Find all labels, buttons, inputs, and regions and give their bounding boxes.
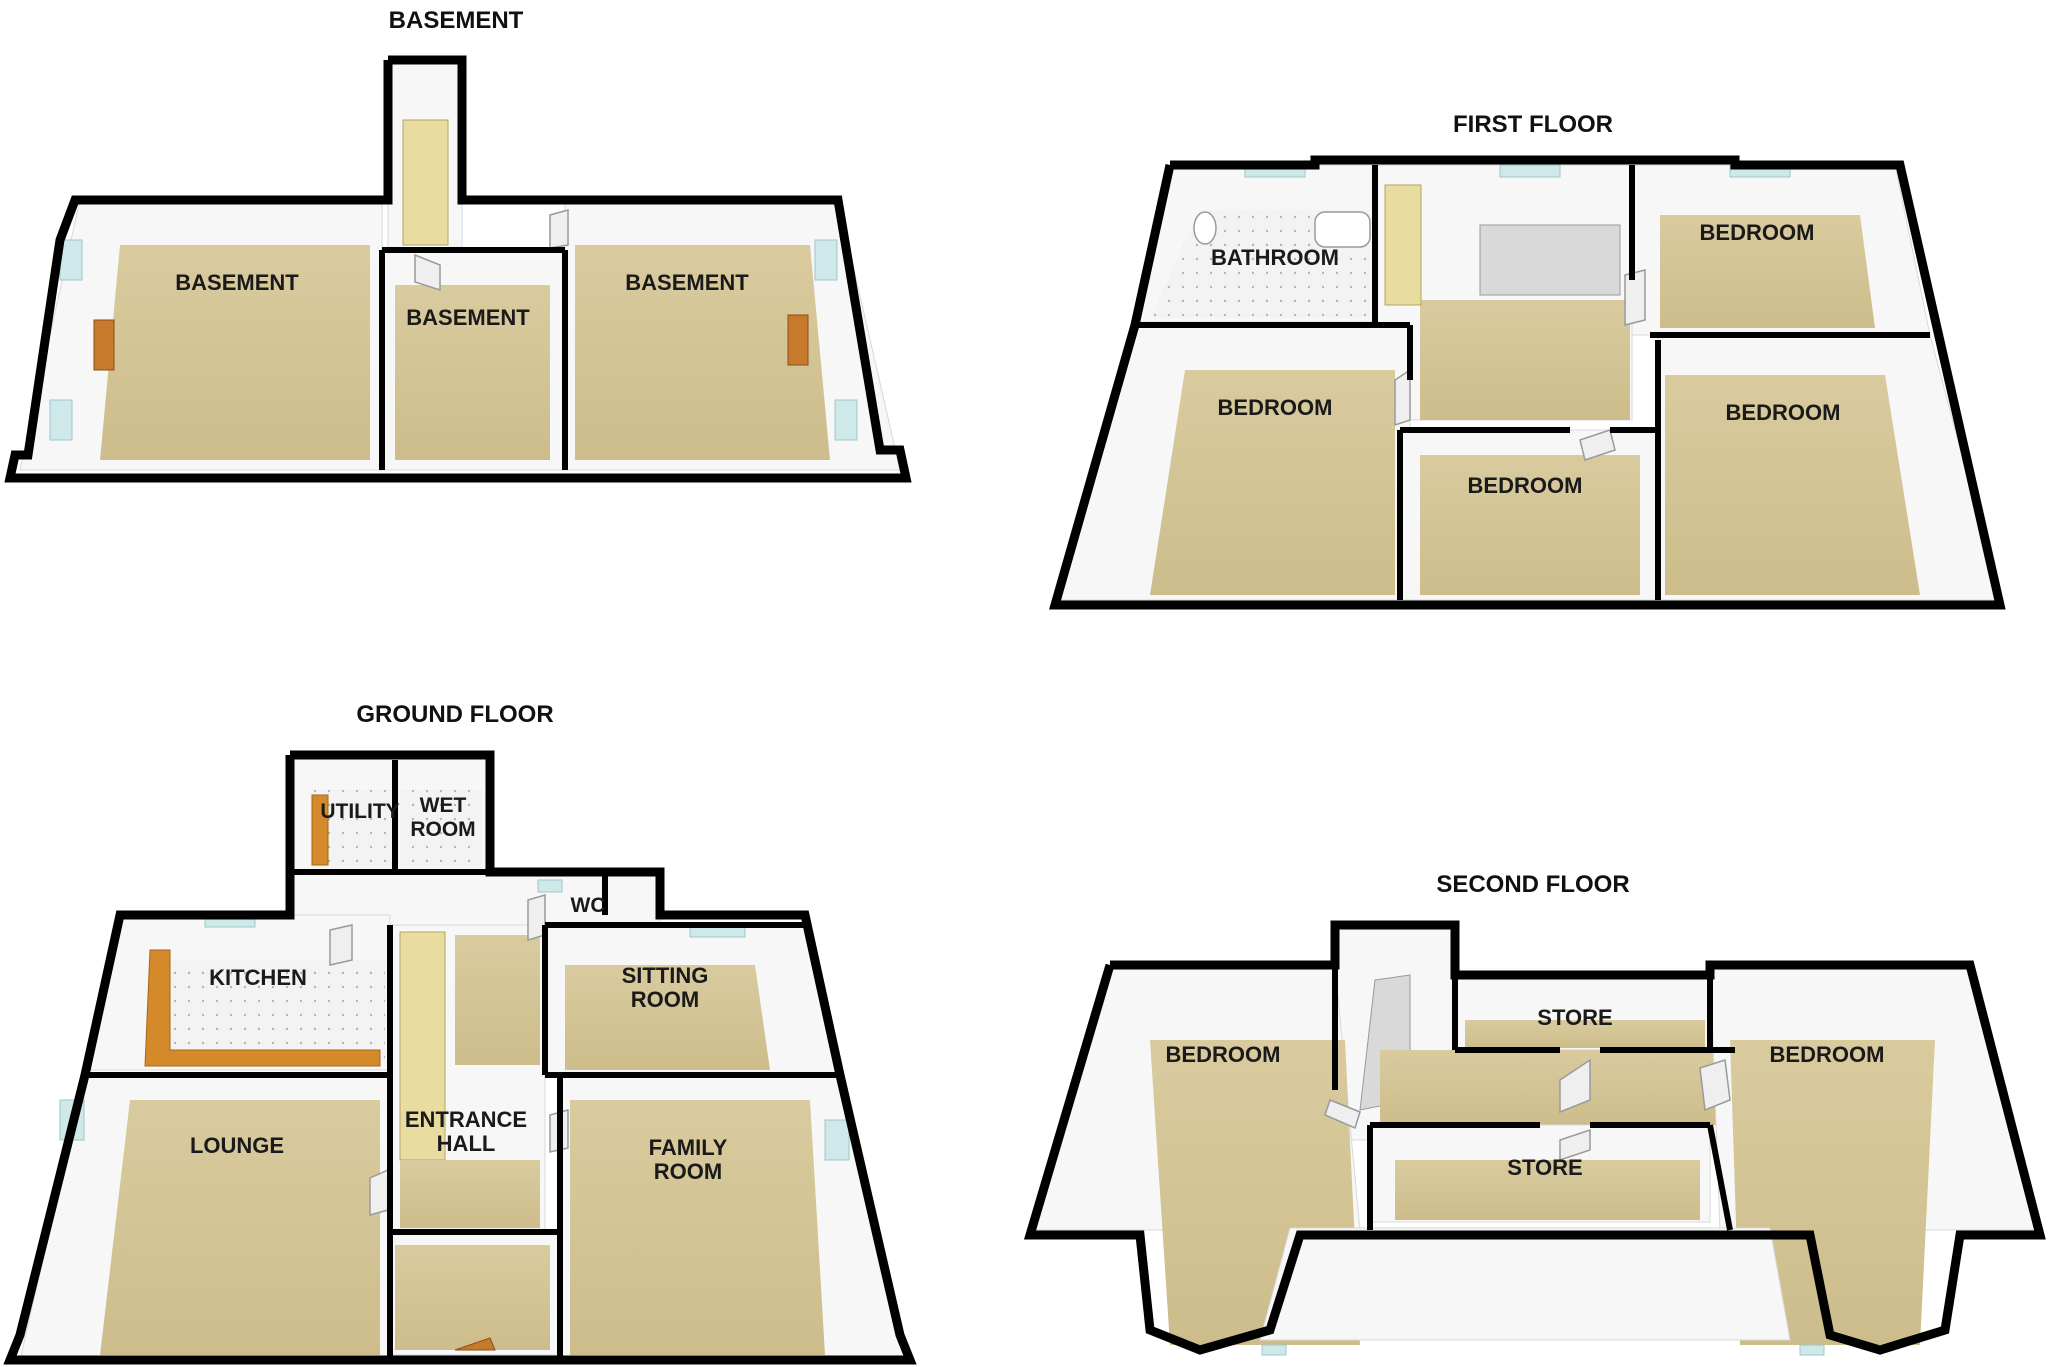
window-icon: [824, 1119, 850, 1161]
door-icon: [1559, 1128, 1591, 1162]
window-icon: [1261, 1344, 1287, 1356]
second-floor-title: SECOND FLOOR: [1436, 871, 1629, 898]
vestibule-floor: [395, 1245, 550, 1350]
room-label: FAMILY: [649, 1135, 728, 1160]
room-label: WC: [571, 894, 606, 917]
room-label: STORE: [1537, 1005, 1612, 1030]
room-label: STORE: [1507, 1155, 1582, 1180]
room-label: ENTRANCE: [405, 1107, 527, 1132]
kitchen-floor: [150, 960, 385, 1060]
room-label: BASEMENT: [625, 270, 749, 295]
room-label: BEDROOM: [1218, 395, 1333, 420]
sitting-room-floor: [565, 965, 770, 1070]
door-icon: [1559, 1058, 1591, 1114]
utility-floor: [310, 790, 395, 868]
basement-room-right: [575, 245, 830, 460]
entrance-hall-floor: [400, 1160, 540, 1228]
room-label: BEDROOM: [1700, 220, 1815, 245]
room-label: ROOM: [631, 987, 699, 1012]
fireplace-icon: [787, 314, 809, 366]
room-label: WET: [420, 794, 467, 817]
room-label: BASEMENT: [406, 305, 530, 330]
door-icon: [1579, 429, 1616, 461]
room-label: ROOM: [654, 1159, 722, 1184]
landing-floor: [1380, 1050, 1735, 1125]
wet-room-floor: [400, 790, 482, 868]
door-icon: [1324, 1099, 1361, 1130]
basement-floor: BASEMENT BASEMENT BASEMENT BASEMENT: [4, 7, 912, 483]
room-label: UTILITY: [320, 800, 399, 823]
fireplace-icon: [93, 319, 115, 371]
bedroom-floor: [1150, 370, 1395, 595]
ground-floor-title: GROUND FLOOR: [356, 701, 553, 728]
bathtub-icon: [1314, 211, 1371, 248]
window-icon: [1499, 164, 1561, 178]
room-label: BATHROOM: [1211, 245, 1339, 270]
room-label: BEDROOM: [1166, 1042, 1281, 1067]
room-label: BEDROOM: [1726, 400, 1841, 425]
front-door-icon: [454, 1337, 496, 1351]
lounge-floor: [100, 1100, 380, 1355]
hall-floor: [455, 935, 540, 1065]
basement-stairs: [402, 119, 449, 246]
stairs-icon: [1384, 184, 1422, 306]
bedroom-floor: [1665, 375, 1920, 595]
room-label: KITCHEN: [209, 965, 307, 990]
room-label: LOUNGE: [190, 1133, 284, 1158]
door-icon: [1394, 368, 1411, 427]
bedroom-floor: [1420, 455, 1640, 595]
room-label: BEDROOM: [1770, 1042, 1885, 1067]
door-icon: [1699, 1059, 1731, 1112]
ground-floor: GROUND FLOOR: [3, 701, 917, 1365]
basement-window: [834, 399, 858, 441]
window-icon: [537, 879, 563, 893]
family-room-floor: [570, 1100, 825, 1355]
second-floor: SECOND FLOOR BEDR: [1023, 871, 2046, 1356]
store-floor: [1465, 1020, 1705, 1048]
basement-window: [49, 399, 73, 441]
room-label: HALL: [437, 1131, 496, 1156]
door-icon: [369, 1168, 389, 1216]
room-label: BASEMENT: [175, 270, 299, 295]
counter-icon: [144, 949, 381, 1067]
stairs-icon: [1479, 224, 1621, 296]
door-icon: [549, 209, 569, 249]
room-label: SITTING: [622, 963, 709, 988]
bedroom-floor: [1660, 215, 1875, 328]
first-floor-title: FIRST FLOOR: [1453, 111, 1613, 138]
basement-window: [814, 239, 838, 281]
toilet-icon: [1193, 211, 1217, 245]
first-floor: FIRST FLOOR: [1049, 111, 2006, 610]
store-floor: [1395, 1160, 1700, 1220]
landing-floor: [1420, 300, 1630, 420]
door-icon: [1624, 269, 1646, 326]
room-label: BEDROOM: [1468, 473, 1583, 498]
basement-room-left: [100, 245, 370, 460]
counter-icon: [311, 794, 329, 866]
room-label: ROOM: [410, 818, 475, 841]
bedroom-floor: [1730, 1040, 1935, 1345]
basement-title: BASEMENT: [389, 7, 524, 34]
basement-room-middle: [395, 285, 550, 460]
window-icon: [1799, 1344, 1825, 1356]
door-icon: [329, 924, 353, 966]
door-icon: [414, 253, 441, 292]
